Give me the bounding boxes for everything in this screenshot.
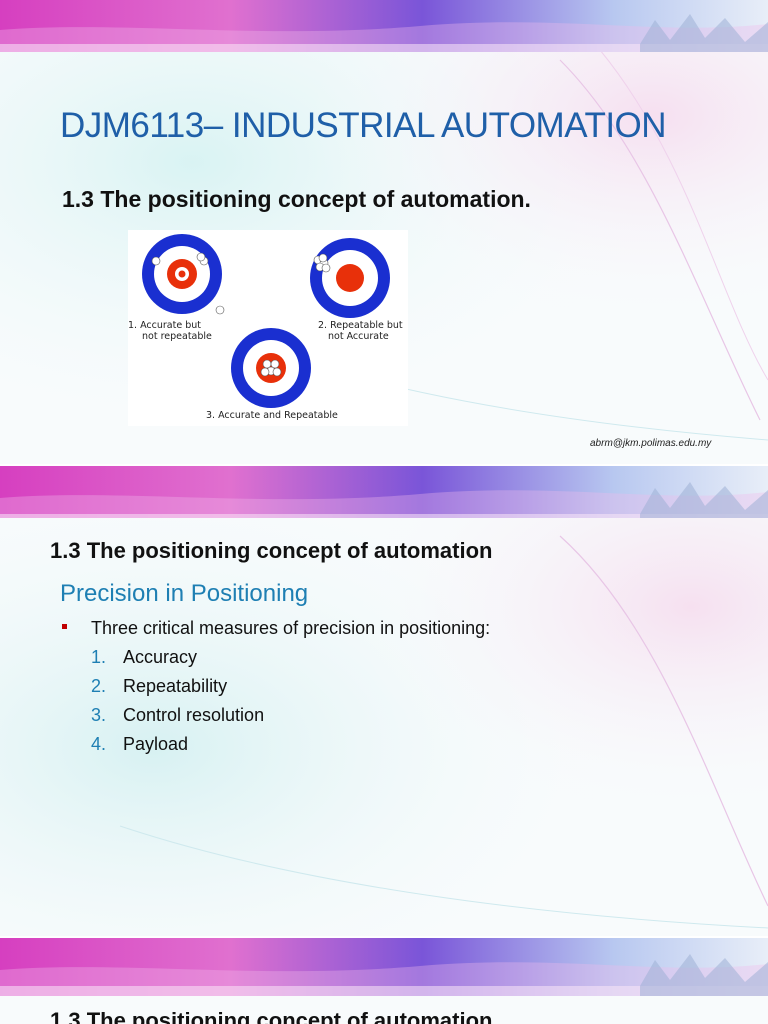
top-banner xyxy=(0,938,768,996)
course-title: DJM6113– INDUSTRIAL AUTOMATION xyxy=(60,106,667,145)
slide-subtitle: 1.3 The positioning concept of automatio… xyxy=(50,1008,493,1024)
label-repeatable-not-accurate: 2. Repeatable but not Accurate xyxy=(318,320,403,342)
accuracy-repeatability-figure: 1. Accurate but not repeatable 2. Repeat… xyxy=(128,230,408,426)
slide-background xyxy=(0,466,768,936)
target-accurate-and-repeatable xyxy=(231,328,311,408)
label-accurate-not-repeatable: 1. Accurate but not repeatable xyxy=(128,320,212,342)
list-item: 4.Payload xyxy=(91,734,189,754)
label-accurate-and-repeatable: 3. Accurate and Repeatable xyxy=(206,410,338,421)
slide-subtitle: 1.3 The positioning concept of automatio… xyxy=(50,538,493,563)
bullet-square-icon xyxy=(62,624,67,629)
list-item: 3.Control resolution xyxy=(91,705,265,725)
slide-1: DJM6113– INDUSTRIAL AUTOMATION 1.3 The p… xyxy=(0,0,768,464)
target-repeatable-not-accurate xyxy=(310,238,390,318)
slide-3: 1.3 The positioning concept of automatio… xyxy=(0,938,768,1024)
slide-subtitle: 1.3 The positioning concept of automatio… xyxy=(62,186,531,212)
top-banner xyxy=(0,0,768,52)
top-banner xyxy=(0,466,768,518)
author-email: abrm@jkm.polimas.edu.my xyxy=(590,438,712,449)
list-item: 2.Repeatability xyxy=(91,676,228,696)
slide-2: 1.3 The positioning concept of automatio… xyxy=(0,466,768,936)
targets-illustration xyxy=(142,234,390,408)
section-heading: Precision in Positioning xyxy=(60,580,309,607)
list-item: 1.Accuracy xyxy=(91,647,198,667)
target-accurate-not-repeatable xyxy=(142,234,225,315)
